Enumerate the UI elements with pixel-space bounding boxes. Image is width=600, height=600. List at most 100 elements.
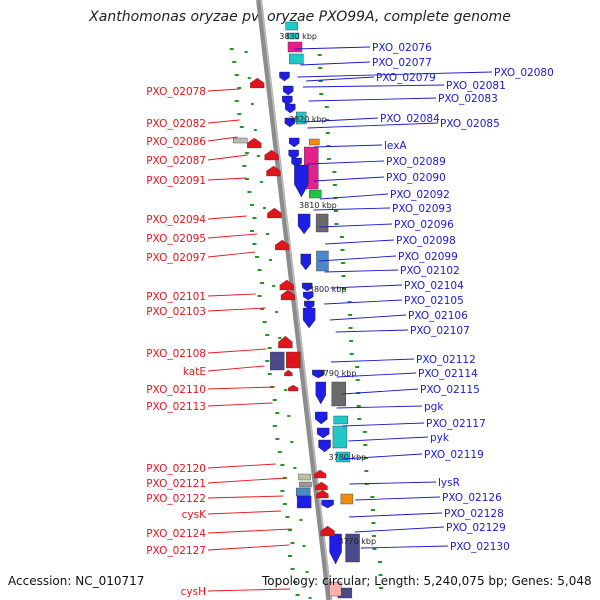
gene-label-left[interactable]: PXO_02121 — [146, 478, 206, 490]
leader-line-right — [306, 76, 375, 82]
gene-label-left[interactable]: PXO_02127 — [146, 545, 206, 557]
gc-mark — [370, 509, 375, 511]
gc-mark — [239, 126, 244, 128]
gc-mark — [260, 308, 265, 310]
gc-mark — [290, 542, 295, 544]
gene-label-right[interactable]: PXO_02126 — [442, 492, 502, 504]
gene-label-right[interactable]: PXO_02119 — [424, 449, 484, 461]
gene-label-right[interactable]: PXO_02089 — [386, 156, 446, 168]
gene-box-blue — [296, 495, 312, 509]
gene-label-right[interactable]: PXO_02083 — [438, 93, 498, 105]
gene-label-left[interactable]: PXO_02082 — [146, 118, 206, 130]
gene-label-right[interactable]: PXO_02130 — [450, 541, 510, 553]
gene-label-right[interactable]: PXO_02106 — [408, 310, 468, 322]
gene-box-teal — [335, 451, 351, 463]
gene-label-left[interactable]: PXO_02110 — [146, 384, 206, 396]
gene-label-right[interactable]: PXO_02117 — [426, 418, 486, 430]
gene-label-left[interactable]: PXO_02122 — [146, 493, 206, 505]
gene-label-right[interactable]: PXO_02115 — [420, 384, 480, 396]
gene-label-left[interactable]: PXO_02094 — [146, 214, 206, 226]
gene-label-left[interactable]: PXO_02113 — [146, 401, 206, 413]
gene-label-right[interactable]: PXO_02114 — [418, 368, 478, 380]
gc-mark — [255, 256, 260, 258]
gene-label-right[interactable]: PXO_02129 — [446, 522, 506, 534]
gene-box-green — [309, 189, 322, 199]
gc-mark — [285, 516, 290, 518]
gene-label-right[interactable]: PXO_02105 — [404, 295, 464, 307]
gene-label-right[interactable]: PXO_02099 — [398, 251, 458, 263]
gene-label-right[interactable]: PXO_02128 — [444, 508, 504, 520]
gene-label-left[interactable]: PXO_02103 — [146, 306, 206, 318]
gc-mark — [318, 80, 323, 82]
leader-line-right — [324, 299, 403, 305]
gene-label-left[interactable]: PXO_02108 — [146, 348, 206, 360]
gene-label-right[interactable]: PXO_02104 — [404, 280, 464, 292]
leader-line-left — [207, 463, 276, 469]
gene-label-left[interactable]: PXO_02086 — [146, 136, 206, 148]
gc-mark — [275, 438, 280, 440]
left-gene-labels[interactable]: PXO_02078PXO_02082PXO_02086PXO_02087PXO_… — [146, 86, 292, 598]
gc-mark — [272, 285, 276, 287]
gene-label-left[interactable]: PXO_02101 — [146, 291, 206, 303]
leader-line-right — [329, 314, 407, 321]
genome-backbone — [256, 0, 333, 600]
gene-label-right[interactable]: PXO_02093 — [392, 203, 452, 215]
gene-label-left[interactable]: PXO_02091 — [146, 175, 206, 187]
gene-arrow-blue — [301, 282, 313, 292]
gc-mark — [325, 119, 330, 121]
gene-label-right[interactable]: PXO_02098 — [396, 235, 456, 247]
gene-label-right[interactable]: PXO_02112 — [416, 354, 476, 366]
gene-label-right[interactable]: PXO_02096 — [394, 219, 454, 231]
gc-mark — [325, 132, 330, 134]
gene-label-right[interactable]: PXO_02084 — [380, 113, 440, 125]
gene-label-right[interactable]: PXO_02102 — [400, 265, 460, 277]
gene-label-right[interactable]: PXO_02085 — [440, 118, 500, 130]
leader-line-left — [207, 386, 275, 390]
gc-mark — [244, 51, 248, 53]
gene-label-right[interactable]: PXO_02090 — [386, 172, 446, 184]
gene-label-left[interactable]: PXO_02078 — [146, 86, 206, 98]
scale-label: 3790 kbp — [319, 369, 357, 378]
gene-label-right[interactable]: PXO_02081 — [446, 80, 506, 92]
gene-box-teal — [333, 415, 348, 425]
gene-label-left[interactable]: cysH — [181, 586, 206, 598]
gene-label-right[interactable]: lexA — [384, 140, 407, 152]
gene-label-left[interactable]: PXO_02087 — [146, 155, 206, 167]
gc-mark — [318, 67, 323, 69]
gene-label-left[interactable]: PXO_02124 — [146, 528, 206, 540]
gene-arrow-blue — [316, 427, 330, 439]
gene-label-right[interactable]: PXO_02076 — [372, 42, 432, 54]
gene-arrow-red — [284, 369, 293, 377]
gc-mark — [378, 561, 383, 563]
gene-label-left[interactable]: PXO_02120 — [146, 463, 206, 475]
gene-label-right[interactable]: lysR — [438, 477, 460, 489]
gc-mark — [265, 334, 270, 336]
gene-label-left[interactable]: katE — [183, 366, 206, 378]
leader-line-right — [308, 97, 437, 102]
gene-label-left[interactable]: PXO_02095 — [146, 233, 206, 245]
gene-label-right[interactable]: PXO_02107 — [410, 325, 470, 337]
gene-label-right[interactable]: PXO_02092 — [390, 189, 450, 201]
gene-label-left[interactable]: PXO_02097 — [146, 252, 206, 264]
gene-box-khaki — [298, 473, 311, 481]
gene-arrow-blue — [285, 103, 296, 114]
gene-label-right[interactable]: PXO_02080 — [494, 67, 554, 79]
gene-label-right[interactable]: pyk — [430, 432, 450, 444]
gc-mark — [237, 87, 242, 89]
gc-mark — [364, 470, 369, 472]
gc-mark — [332, 171, 337, 173]
gc-mark — [249, 204, 254, 206]
gene-label-right[interactable]: PXO_02077 — [372, 57, 432, 69]
gene-arrow-red — [320, 525, 335, 537]
accession-text: Accession: NC_010717 — [8, 574, 145, 588]
leader-line-right — [348, 436, 429, 442]
leader-line-left — [207, 588, 291, 592]
gene-label-left[interactable]: cysK — [182, 509, 207, 521]
gene-arrow-red — [280, 289, 296, 301]
gene-arrow-red — [267, 207, 282, 219]
gene-label-right[interactable]: pgk — [424, 401, 444, 413]
gc-mark — [247, 191, 252, 193]
gc-mark — [262, 321, 267, 323]
